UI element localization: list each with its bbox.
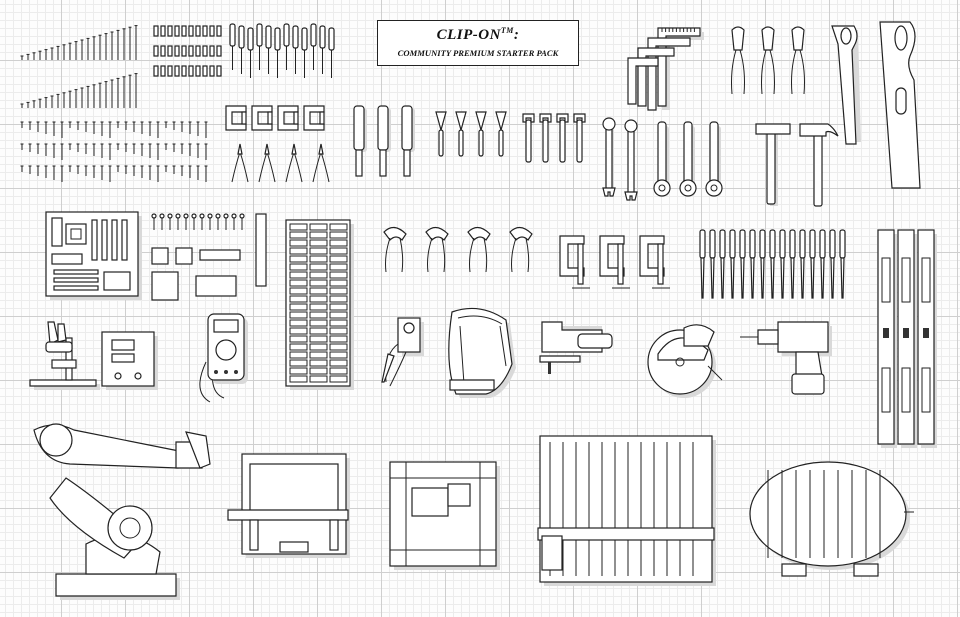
clamp-icon [222, 102, 332, 142]
nails-icon [18, 118, 218, 188]
cutting-pliers-icon [722, 24, 822, 99]
trademark: TM [500, 26, 514, 35]
3d-printer-icon [226, 446, 356, 560]
cnc-router-icon [536, 432, 718, 588]
enclosed-printer-icon [382, 454, 502, 572]
soldering-iron-icon [376, 314, 428, 389]
c-clamp-icon [556, 232, 676, 300]
parts-organizer-icon [284, 218, 356, 393]
robot-arm-icon [26, 418, 216, 604]
bolts-screwdriver-icon [150, 20, 340, 90]
electronic-components-icon [148, 210, 273, 305]
handsaw-icon [826, 18, 936, 193]
hammer-icon [752, 120, 842, 210]
pliers-icon [222, 142, 337, 187]
combination-wrench-icon [598, 116, 648, 201]
drill-icon [738, 318, 838, 400]
level-icon [874, 228, 940, 450]
power-supply-icon [100, 330, 160, 392]
microscope-icon [28, 318, 108, 392]
square-ruler-icon [622, 24, 712, 114]
screw-rows-icon [18, 18, 148, 118]
pack-subtitle: COMMUNITY PREMIUM STARTER PACK [397, 48, 559, 58]
jigsaw-icon [534, 316, 620, 376]
open-wrench-icon [520, 112, 590, 172]
trowel-icon [430, 108, 515, 163]
file-set-icon [696, 228, 852, 303]
chisel-icon [350, 104, 420, 184]
groove-pliers-icon [378, 222, 548, 277]
title-card: CLIP-ONTM: COMMUNITY PREMIUM STARTER PAC… [377, 20, 579, 66]
multimeter-icon [196, 312, 251, 404]
adjustable-wrench-icon [650, 118, 740, 210]
circular-saw-icon [644, 318, 726, 400]
motherboard-icon [44, 210, 144, 302]
brand-title: CLIP-ONTM: [436, 26, 520, 43]
air-compressor-icon [742, 456, 914, 586]
face-shield-icon [440, 306, 520, 398]
